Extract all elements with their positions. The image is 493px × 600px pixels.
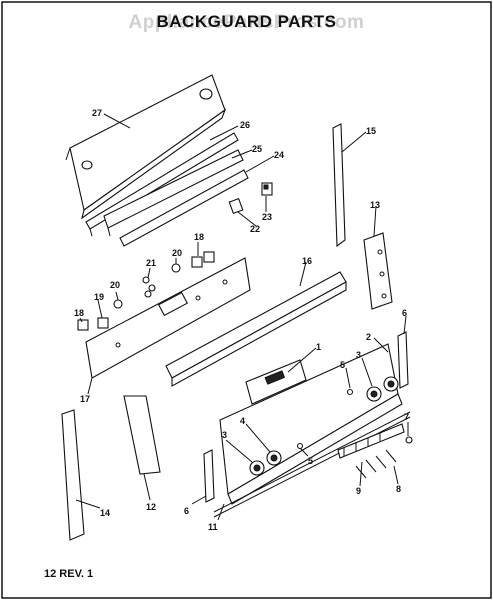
callout-20-left: 20	[110, 280, 120, 290]
callout-23: 23	[262, 212, 272, 222]
part-17-control-panel	[85, 257, 251, 379]
callout-18-left: 18	[74, 308, 84, 318]
callout-16: 16	[302, 256, 312, 266]
part-7-screw	[405, 436, 413, 444]
callout-5-lower: 5	[308, 456, 313, 466]
part-8-push-buttons	[355, 449, 397, 479]
part-20-switch-left	[113, 299, 123, 309]
part-13-end-bracket	[363, 232, 393, 310]
callout-24: 24	[274, 150, 284, 160]
callout-12: 12	[146, 502, 156, 512]
part-19-knob-block	[97, 317, 109, 329]
callout-14: 14	[100, 508, 110, 518]
part-27-backguard-panel	[65, 74, 227, 220]
callout-26: 26	[240, 120, 250, 130]
part-6-bracket-left	[203, 449, 215, 503]
part-23-clip	[261, 182, 273, 196]
callout-8: 8	[396, 484, 401, 494]
callout-1: 1	[316, 342, 321, 352]
watermark: AppliancePartsPros.com	[128, 12, 365, 33]
part-16-trim-strip	[165, 271, 347, 387]
part-20-switch-right	[171, 263, 181, 273]
callout-17: 17	[80, 394, 90, 404]
part-6-bracket-right	[397, 331, 409, 389]
part-18-knob-block-left	[77, 319, 89, 331]
part-3-knob-upper-right-1	[366, 386, 382, 402]
part-12-panel-insert	[123, 395, 161, 475]
part-5-screw	[296, 388, 354, 450]
part-3-knob-lower-left-1	[249, 460, 265, 476]
callout-22: 22	[250, 224, 260, 234]
callout-19: 19	[94, 292, 104, 302]
callout-25: 25	[252, 144, 262, 154]
part-25-trim	[103, 149, 244, 237]
callout-4: 4	[240, 416, 245, 426]
part-18-knob-block-right	[191, 251, 215, 268]
part-26-trim	[85, 132, 239, 237]
diagram-title: BACKGUARD PARTS	[156, 12, 337, 31]
part-3-knob-lower-left-2	[266, 450, 282, 466]
callout-27: 27	[92, 108, 102, 118]
callout-21: 21	[146, 258, 156, 268]
callout-15: 15	[366, 126, 376, 136]
callout-9: 9	[356, 486, 361, 496]
leader-lines	[75, 113, 409, 521]
part-3-knob-upper-right-2	[383, 376, 399, 392]
callout-20-right: 20	[172, 248, 182, 258]
callout-5-right: 5	[340, 360, 345, 370]
part-9-switch-bank	[337, 423, 405, 459]
lower-control-console	[213, 343, 411, 518]
callout-6-right: 6	[402, 308, 407, 318]
part-22-clip	[228, 197, 244, 215]
part-21-switch-set	[142, 276, 156, 298]
part-24-rod	[119, 169, 249, 247]
part-14-side-trim	[61, 409, 85, 541]
part-15-side-trim	[332, 123, 346, 248]
part-1-display-clock	[245, 359, 307, 405]
callout-11: 11	[208, 522, 218, 532]
callout-3-right: 3	[356, 350, 361, 360]
callout-7: 7	[404, 412, 409, 422]
callout-2: 2	[366, 332, 371, 342]
revision-footer: 12 REV. 1	[44, 568, 94, 580]
callout-6-left: 6	[184, 506, 189, 516]
callout-18-right: 18	[194, 232, 204, 242]
callout-3-left: 3	[222, 430, 227, 440]
callout-13: 13	[370, 200, 380, 210]
